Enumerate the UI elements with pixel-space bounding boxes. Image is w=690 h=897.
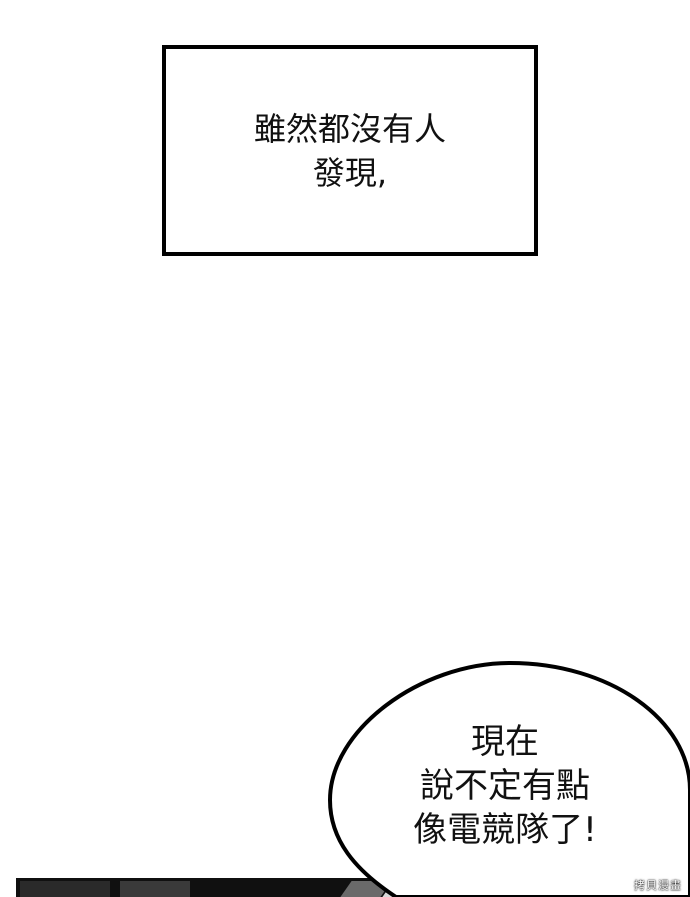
watermark: 拷貝漫畫 [634, 879, 682, 892]
panel-shape [120, 881, 190, 897]
next-panel-artwork [16, 878, 690, 897]
narration-box: 雖然都沒有人 發現, [162, 45, 538, 256]
narration-line: 雖然都沒有人 [253, 109, 446, 148]
narration-line: 發現, [312, 153, 388, 192]
speech-line: 像電競隊了! [413, 810, 597, 850]
speech-line: 說不定有點 [420, 766, 590, 806]
speech-bubble: 現在 說不定有點 像電競隊了! [380, 720, 630, 852]
speech-line: 現在 [471, 722, 539, 762]
panel-shape [20, 881, 110, 897]
